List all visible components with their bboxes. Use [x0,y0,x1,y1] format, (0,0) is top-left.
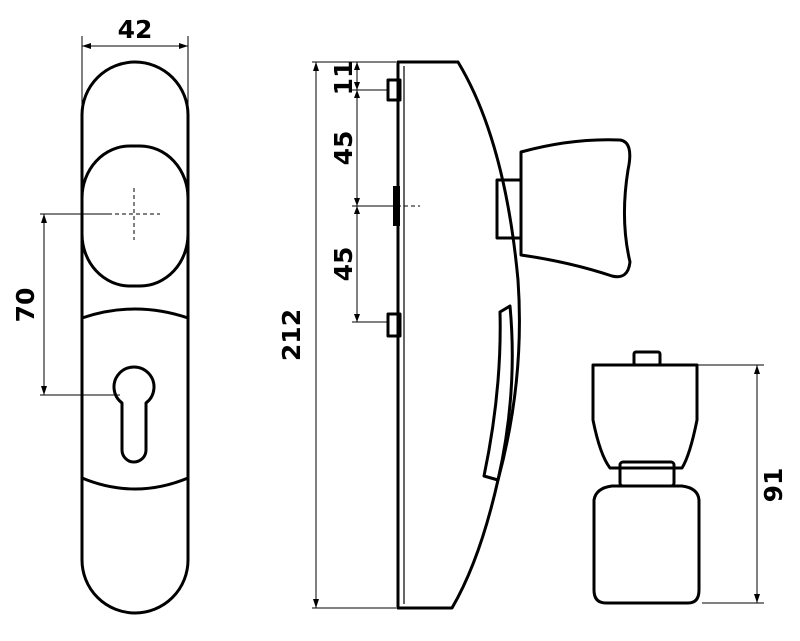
knob-neck [618,460,676,488]
front-view [80,60,190,615]
arrow-5 [354,206,360,214]
fixing-stud-middle [393,186,400,226]
keyhole [112,365,156,464]
arrow-4 [354,198,360,206]
fixing-spacing-top-label: 45 [329,131,358,166]
centre-distance-label: 70 [11,288,40,323]
side-body-outline [396,60,521,610]
arrow-bottom [41,386,47,395]
arrow-top [754,365,760,374]
plate-outline [80,60,190,615]
knob-height-label: 91 [759,468,788,503]
dimension-knob-height: 91 [662,364,788,604]
arrow-2 [354,82,360,90]
cylinder-escutcheon-top [80,307,190,320]
knob-rosette [80,144,190,288]
total-height-label: 212 [277,309,306,361]
dimension-fixing-spacing: 11 45 45 [329,61,396,323]
dimension-plate-width: 42 [81,15,189,110]
arrow-right [179,43,188,49]
upper-spacing-label: 11 [329,61,358,96]
arrow-left [82,43,91,49]
arrow-bottom [313,599,319,608]
arrow-top [313,62,319,71]
arrow-3 [354,90,360,98]
arrow-1 [354,62,360,70]
knob-detail-view [591,350,701,605]
knob-cap [632,350,662,367]
arrow-bottom [754,594,760,603]
cylinder-escutcheon-bottom [80,476,190,491]
knob-upper-part [591,363,699,470]
fixing-spacing-bottom-label: 45 [329,247,358,282]
side-view [362,60,632,610]
arrow-top [41,214,47,223]
knob-lower-part [592,484,701,605]
side-knob [519,138,632,279]
arrow-6 [354,314,360,322]
plate-width-label: 42 [118,15,153,44]
cylinder-recess [482,304,514,482]
fixing-stud-bottom [386,312,402,338]
dimension-centre-distance: 70 [11,213,120,396]
dimension-total-height: 212 [277,61,396,609]
